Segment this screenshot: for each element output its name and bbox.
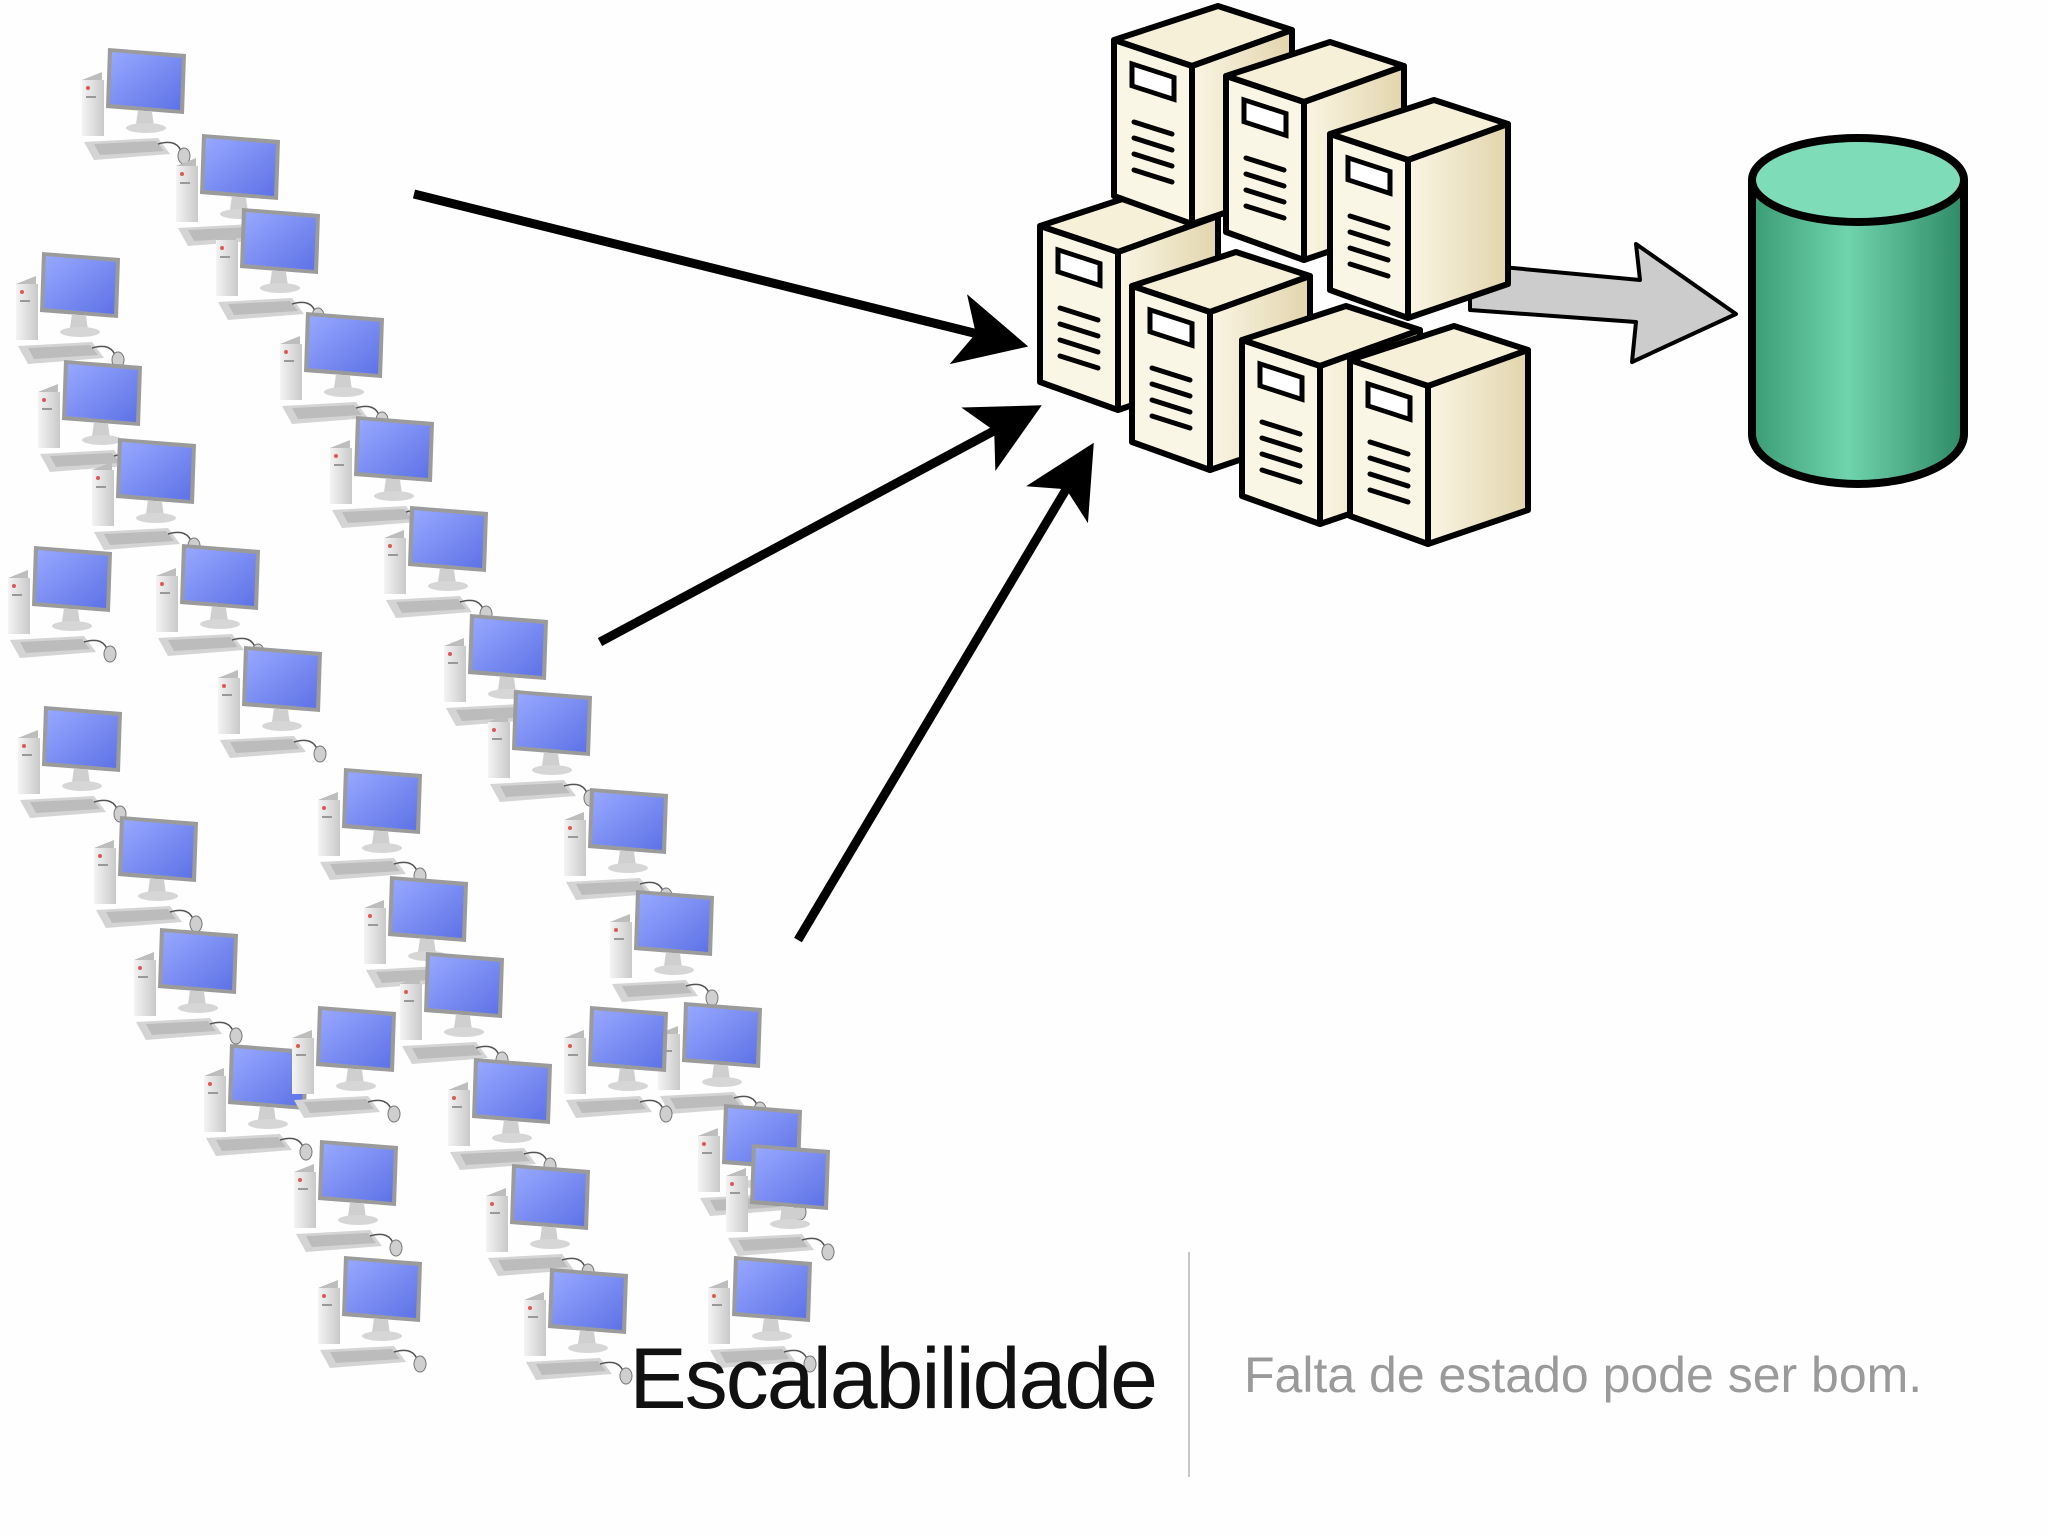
request-arrows (412, 189, 1094, 943)
desktop-computer-icon (447, 1057, 557, 1175)
title-divider (1188, 1252, 1190, 1477)
desktop-computer-icon (485, 1163, 595, 1281)
desktop-computer-icon (563, 1005, 673, 1123)
client-computers (7, 47, 835, 1385)
desktop-computer-icon (81, 47, 191, 165)
desktop-computer-icon (7, 545, 117, 663)
desktop-computer-icon (217, 645, 327, 763)
server-tower-icon (1350, 326, 1528, 544)
desktop-computer-icon (93, 815, 203, 933)
desktop-computer-icon (155, 543, 265, 661)
desktop-computer-icon (208, 1242, 316, 1358)
desktop-computer-icon (133, 927, 243, 1045)
desktop-computer-icon (279, 311, 389, 429)
slide-subtitle: Falta de estado pode ser bom. (1244, 1347, 1923, 1403)
slide-title: Escalabilidade (629, 1331, 1158, 1427)
db-arrow (1468, 242, 1738, 364)
desktop-computer-icon (317, 1255, 427, 1373)
server-tower-icon (1330, 100, 1508, 318)
desktop-computer-icon (563, 787, 673, 905)
arrow-middle (597, 405, 1042, 646)
arrow-bottom (794, 442, 1094, 943)
desktop-computer-icon (291, 1005, 401, 1123)
desktop-computer-icon (317, 767, 427, 885)
database-cylinder-icon (1748, 134, 1968, 488)
desktop-computer-icon (609, 889, 719, 1007)
server-cluster (1040, 6, 1528, 544)
desktop-computer-icon (15, 251, 125, 369)
desktop-computer-icon (657, 1001, 767, 1119)
arrow-top (412, 189, 1029, 365)
desktop-computer-icon (523, 1267, 633, 1385)
desktop-computer-icon (17, 705, 127, 823)
